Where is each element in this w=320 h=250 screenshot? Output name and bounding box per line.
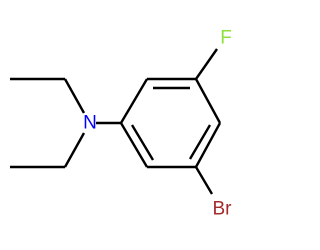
bond-n-ethyl1-ch2 — [63, 78, 86, 114]
bond-n-ethyl2-ch2 — [63, 132, 86, 168]
bond-c3-c4 — [194, 78, 222, 124]
double-bond-c6-c1-inner — [130, 124, 155, 161]
molecule-drawing: N F Br — [10, 28, 233, 220]
bond-c6-c1 — [119, 122, 149, 168]
bromine-atom-label: Br — [213, 199, 233, 220]
bond-c4-c5 — [194, 122, 222, 168]
bond-c5-br — [194, 166, 214, 195]
bond-c3-f — [195, 48, 218, 80]
benzene-ring — [119, 77, 222, 169]
fluorine-atom-label: F — [220, 28, 232, 49]
structure-canvas: N F Br — [10, 27, 233, 220]
nitrogen-atom-label: N — [83, 113, 97, 134]
bond-c1-c2 — [119, 78, 149, 124]
double-bond-c4-c5-inner — [188, 124, 212, 160]
